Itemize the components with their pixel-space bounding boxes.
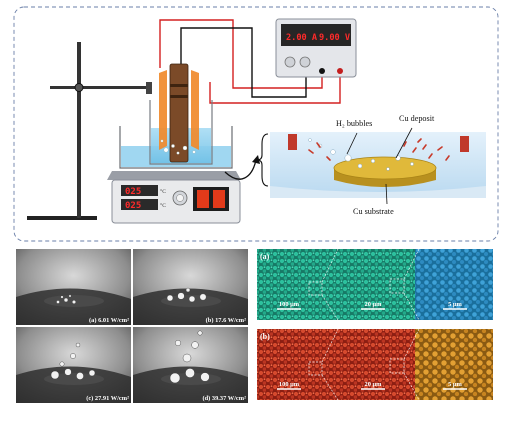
sem-row-label: (b) xyxy=(260,332,270,341)
bubble xyxy=(166,294,174,302)
bubble xyxy=(191,341,199,349)
sem-panel xyxy=(257,249,336,320)
bubble xyxy=(88,369,96,377)
hotplate-unit-top: °C xyxy=(160,188,166,195)
bubble xyxy=(169,372,181,384)
voltage-readout: 9.00 V xyxy=(319,33,350,43)
bubble-photo: (d) 39.37 W/cm² xyxy=(133,327,248,403)
bubble xyxy=(63,297,69,303)
bubble-photo: (c) 27.91 W/cm² xyxy=(16,327,131,403)
retort-stand xyxy=(27,42,152,220)
h2-bubbles-label: H₂ bubbles xyxy=(336,119,372,128)
sem-panel xyxy=(336,249,415,320)
scale-label: 20 μm xyxy=(365,301,383,308)
sem-panel xyxy=(257,329,336,400)
scale-label: 5 μm xyxy=(448,301,462,308)
bubble xyxy=(71,300,76,305)
switch-icon xyxy=(213,190,225,208)
deposition-schematic: H₂ bubbles Cu deposit Cu substrate xyxy=(270,114,486,216)
bubble xyxy=(199,293,207,301)
anode-edge xyxy=(288,134,297,150)
negative-terminal-icon xyxy=(319,68,325,74)
bubble xyxy=(59,361,65,367)
bubble-photo: (a) 6.01 W/cm² xyxy=(16,249,131,325)
scale-label: 100 μm xyxy=(279,301,300,308)
bubble xyxy=(185,287,191,293)
sem-grid: (a) 100 μm 20 μm 5 μm (b) 100 μm 20 μm 5 μm xyxy=(257,248,493,401)
switch-icon xyxy=(197,190,209,208)
power-supply: 2.00 A 9.00 V xyxy=(275,18,357,78)
bubble xyxy=(200,372,210,382)
bubble xyxy=(75,342,81,348)
photo-caption: (d) 39.37 W/cm² xyxy=(202,395,246,402)
scale-label: 100 μm xyxy=(279,381,300,388)
copper-anode xyxy=(169,63,189,163)
cu-deposit-disk xyxy=(333,156,437,180)
sem-panel xyxy=(336,329,415,400)
photo-caption: (a) 6.01 W/cm² xyxy=(89,317,129,324)
hotplate-temp-top: 025 xyxy=(125,187,141,197)
bubble xyxy=(56,300,60,304)
cu-deposit-label: Cu deposit xyxy=(399,114,435,123)
photo-caption: (b) 17.6 W/cm² xyxy=(206,317,246,324)
bubble xyxy=(188,295,196,303)
knob-icon xyxy=(284,56,296,68)
electrolysis-cell xyxy=(119,63,233,169)
photo-caption: (c) 27.91 W/cm² xyxy=(86,395,129,402)
cu-substrate-label: Cu substrate xyxy=(353,207,394,216)
hotplate: 025 025 °C °C xyxy=(107,171,241,224)
positive-terminal-icon xyxy=(337,68,343,74)
zoom-arrow xyxy=(224,159,257,180)
bubble xyxy=(60,295,64,299)
power-supply-display xyxy=(281,24,351,46)
sem-row: (a) 100 μm 20 μm 5 μm xyxy=(257,248,493,321)
wires xyxy=(159,19,341,104)
scale-label: 5 μm xyxy=(448,381,462,388)
schematic-frame xyxy=(13,6,499,242)
bubble xyxy=(64,368,72,376)
zoom-bracket xyxy=(256,133,269,187)
bubble xyxy=(177,292,185,300)
bubble xyxy=(182,353,192,363)
bubble xyxy=(70,353,76,359)
current-readout: 2.00 A xyxy=(286,33,318,43)
bubble-photo: (b) 17.6 W/cm² xyxy=(133,249,248,325)
bubble xyxy=(174,340,181,347)
bubble xyxy=(68,294,72,298)
bubble xyxy=(76,372,84,380)
bubble xyxy=(50,370,60,380)
hotplate-unit-bottom: °C xyxy=(160,202,166,209)
sem-panel xyxy=(415,329,493,400)
scale-label: 20 μm xyxy=(365,381,383,388)
hotplate-temp-bottom: 025 xyxy=(125,201,141,211)
bubble-photo-grid: (a) 6.01 W/cm² (b) 17.6 W/cm² (c) 27.91 W/… xyxy=(16,249,248,403)
sem-row-label: (a) xyxy=(260,252,270,261)
sem-row: (b) 100 μm 20 μm 5 μm xyxy=(257,328,493,401)
sem-panel xyxy=(415,249,493,320)
bubble xyxy=(185,368,195,378)
bubble xyxy=(197,330,203,336)
knob-icon xyxy=(299,56,311,68)
anode-edge xyxy=(460,136,469,152)
